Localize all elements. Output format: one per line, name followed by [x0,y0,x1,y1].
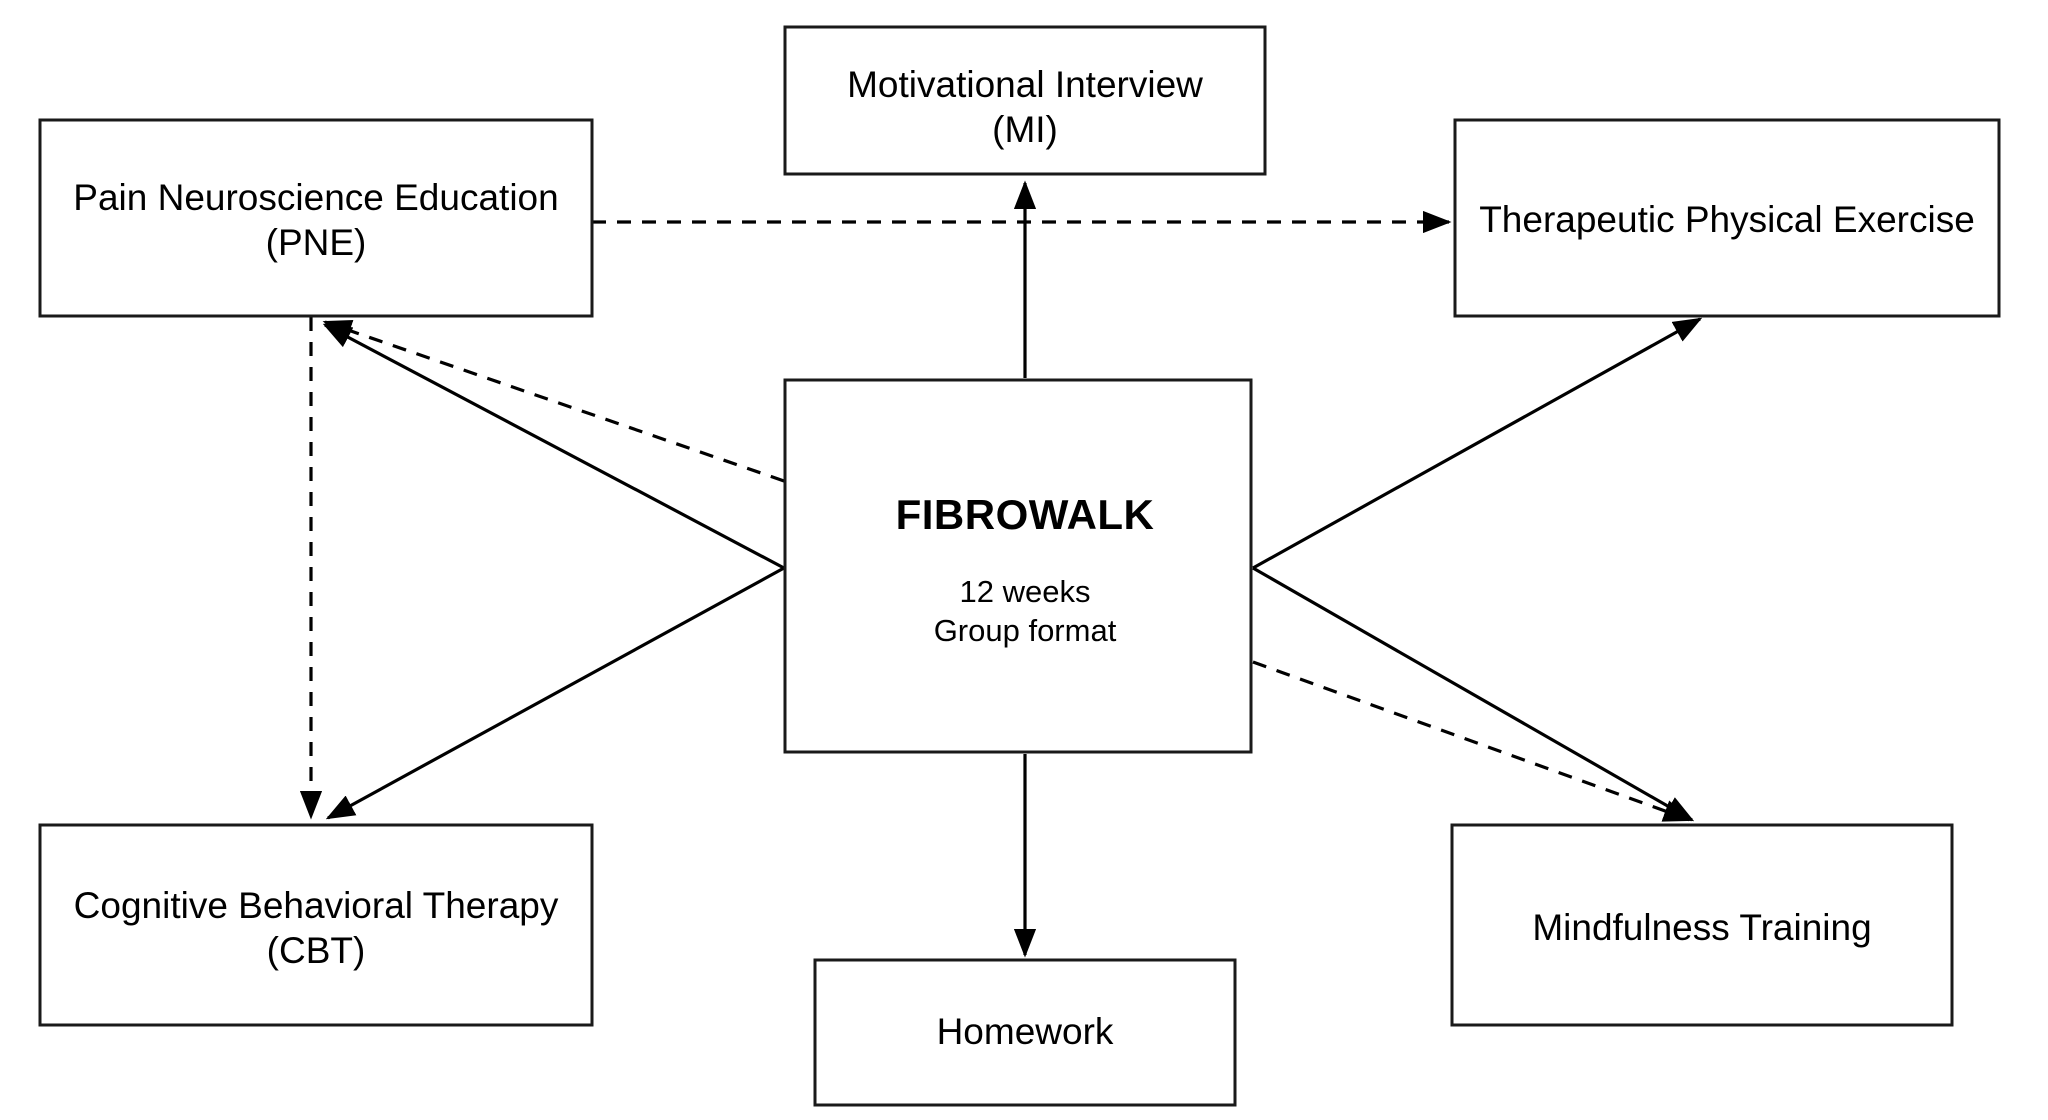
node-motivational-interview[interactable]: Motivational Interview (MI) [783,25,1267,176]
edge-fibrowalk-to-pne-solid [322,323,785,570]
cbt-label-line2: (CBT) [267,930,366,971]
mi-label-line1: Motivational Interview [847,64,1203,105]
pne-label-line2: (PNE) [266,222,367,263]
fibrowalk-subtitle-format: Group format [934,613,1117,648]
edge-fibrowalk-to-therapeutic-physical-exercise [1252,317,1703,570]
node-fibrowalk[interactable]: FIBROWALK 12 weeks Group format [783,378,1253,754]
node-mindfulness-training[interactable]: Mindfulness Training [1450,823,1954,1027]
edge-fibrowalk-to-mindfulness-dashed [1252,660,1693,822]
edge-fibrowalk-to-mindfulness-solid [1252,566,1695,822]
cbt-label-line1: Cognitive Behavioral Therapy [74,885,559,926]
node-therapeutic-physical-exercise[interactable]: Therapeutic Physical Exercise [1453,118,2001,318]
mi-label-line2: (MI) [992,109,1058,150]
pne-label-line1: Pain Neuroscience Education [73,177,558,218]
edge-fibrowalk-to-cbt [325,566,785,820]
homework-label: Homework [937,1011,1114,1052]
tpe-label-line1: Therapeutic Physical Exercise [1479,199,1975,240]
fibrowalk-title: FIBROWALK [896,491,1155,538]
node-pain-neuroscience-education[interactable]: Pain Neuroscience Education (PNE) [38,118,594,318]
edge-fibrowalk-to-pne-dashed [322,320,785,483]
node-homework[interactable]: Homework [813,958,1237,1107]
node-cognitive-behavioral-therapy[interactable]: Cognitive Behavioral Therapy (CBT) [38,823,594,1027]
mindfulness-label: Mindfulness Training [1532,907,1871,948]
fibrowalk-subtitle-duration: 12 weeks [960,574,1091,609]
